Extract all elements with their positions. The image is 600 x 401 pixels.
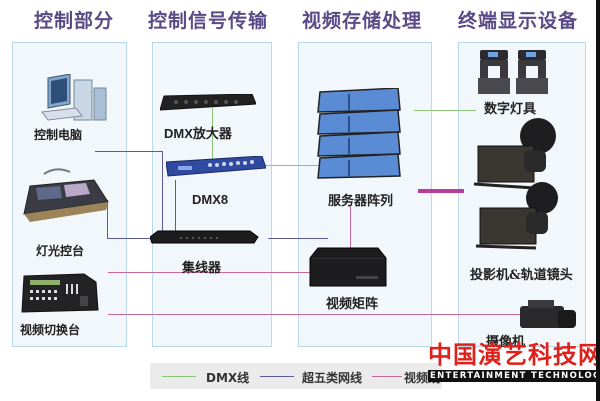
hub-icon xyxy=(149,229,260,245)
dmx-line-dmx8-server xyxy=(262,165,318,166)
control-pc-label: 控制电脑 xyxy=(34,128,83,142)
legend-dmx-label: DMX线 xyxy=(206,371,250,385)
header-signal-transmission: 控制信号传输 xyxy=(148,10,269,32)
network-line-console xyxy=(107,200,108,238)
server-array-label: 服务器阵列 xyxy=(328,194,394,209)
network-line-pc xyxy=(95,151,163,152)
video-line-switcher-1 xyxy=(108,272,310,273)
video-line-switcher-2 xyxy=(108,314,528,315)
projector-label: 投影机&轨道镜头 xyxy=(470,268,573,283)
dmx-amplifier-icon xyxy=(159,93,257,112)
dmx8-icon xyxy=(165,155,267,178)
video-matrix-label: 视频矩阵 xyxy=(326,297,379,312)
lighting-console-label: 灯光控台 xyxy=(36,244,85,258)
projector-icon xyxy=(472,118,564,250)
watermark: 中国演艺科技网 ENTERTAINMENT TECHNOLOGY xyxy=(428,335,600,382)
server-array-icon xyxy=(316,87,404,184)
network-line-dmx8 xyxy=(175,180,176,232)
video-line-server-matrix xyxy=(350,205,351,253)
right-border xyxy=(596,0,600,401)
network-line-hub-server xyxy=(268,238,328,239)
camera-label: 摄像机 xyxy=(486,335,526,350)
watermark-en: ENTERTAINMENT TECHNOLOGY xyxy=(428,370,600,382)
control-pc-icon xyxy=(40,73,112,124)
watermark-cn: 中国演艺科技网 xyxy=(428,341,600,369)
legend-network-swatch xyxy=(260,376,294,377)
hub-label: 集线器 xyxy=(182,261,222,276)
video-bus-to-display xyxy=(418,189,464,193)
video-switcher-label: 视频切换台 xyxy=(20,323,81,337)
video-matrix-icon xyxy=(308,246,388,288)
dmx-line-amp xyxy=(212,108,213,160)
legend-dmx-swatch xyxy=(162,376,196,377)
header-display-devices: 终端显示设备 xyxy=(458,10,579,32)
column-signal xyxy=(152,42,272,347)
network-line-console-h xyxy=(107,238,157,239)
legend-network-label: 超五类网线 xyxy=(302,371,363,385)
digital-lights-label: 数字灯具 xyxy=(484,102,537,117)
dmx-amplifier-label: DMX放大器 xyxy=(164,126,232,141)
camera-icon xyxy=(518,296,578,336)
network-line-pc-drop xyxy=(162,151,163,231)
video-switcher-icon xyxy=(18,270,102,314)
lighting-console-icon xyxy=(14,166,110,222)
dmx-line-lights xyxy=(414,110,476,111)
legend-video-swatch xyxy=(372,376,402,377)
header-control: 控制部分 xyxy=(34,10,115,32)
digital-lights-icon xyxy=(476,48,550,96)
header-video-storage: 视频存储处理 xyxy=(302,10,423,32)
legend: DMX线 超五类网线 视频线 xyxy=(150,363,442,389)
dmx8-label: DMX8 xyxy=(192,192,229,207)
